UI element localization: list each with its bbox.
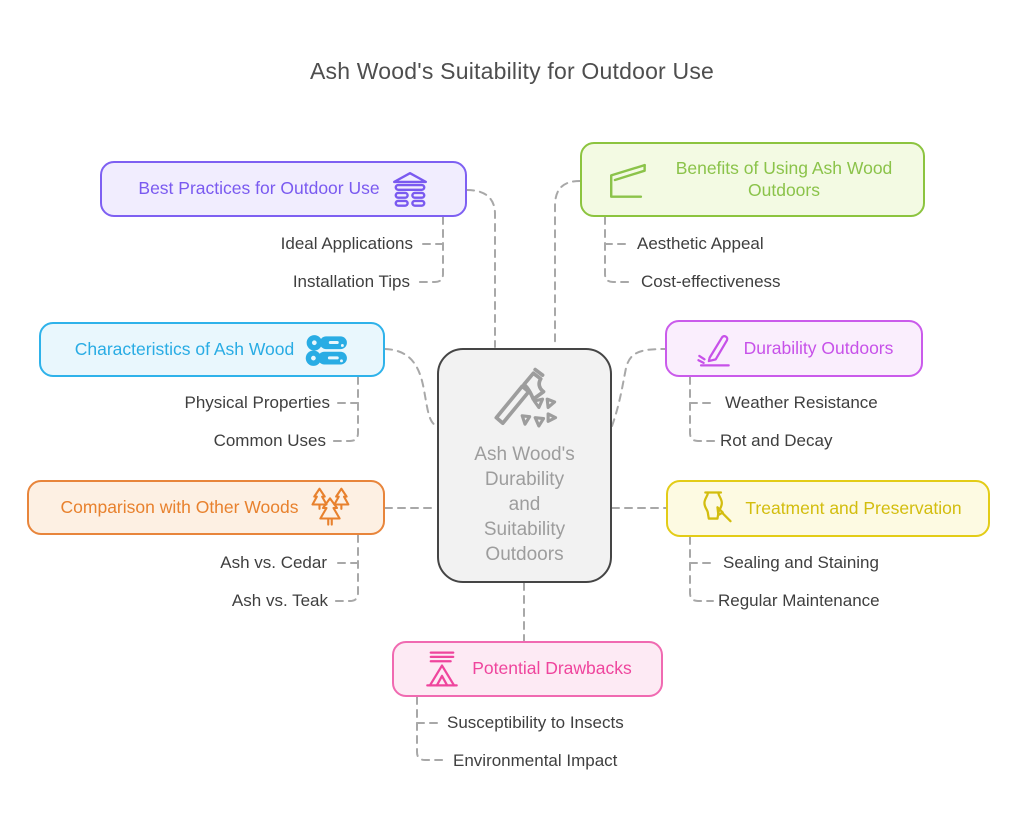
- subtopic-sealing-and-staining[interactable]: Sealing and Staining: [723, 553, 879, 572]
- subtopic-ash-vs-cedar[interactable]: Ash vs. Cedar: [220, 553, 327, 572]
- link-best-practices-center: [466, 189, 496, 348]
- link-treatment-children: [689, 536, 714, 602]
- subtopic-aesthetic-appeal[interactable]: Aesthetic Appeal: [637, 234, 764, 253]
- node-comparison[interactable]: Comparison with Other Woods: [27, 480, 385, 535]
- node-characteristics-label: Characteristics of Ash Wood: [74, 338, 295, 359]
- node-drawbacks-label: Potential Drawbacks: [472, 658, 632, 679]
- node-benefits[interactable]: Benefits of Using Ash Wood Outdoors: [580, 142, 925, 217]
- link-comparison-children: [332, 534, 359, 602]
- subtopic-installation-tips[interactable]: Installation Tips: [292, 272, 410, 291]
- log-cabin-icon: [392, 171, 427, 207]
- link-characteristics-center: [384, 348, 438, 427]
- pen-signature-icon: [696, 334, 730, 367]
- node-best-practices-label: Best Practices for Outdoor Use: [138, 178, 380, 199]
- wood-logs-icon: [305, 334, 348, 366]
- node-durability[interactable]: Durability Outdoors: [665, 320, 923, 377]
- node-durability-label: Durability Outdoors: [743, 337, 894, 358]
- subtopic-weather-resistance[interactable]: Weather Resistance: [725, 393, 878, 412]
- subtopic-regular-maintenance[interactable]: Regular Maintenance: [718, 591, 880, 610]
- subtopic-physical-properties[interactable]: Physical Properties: [184, 393, 330, 412]
- node-treatment-label: Treatment and Preservation: [745, 497, 962, 518]
- link-durability-children: [689, 376, 716, 442]
- link-drawbacks-children: [416, 696, 445, 761]
- center-node-label: Ash Wood's Durability and Suitability Ou…: [474, 444, 575, 565]
- subtopic-rot-and-decay[interactable]: Rot and Decay: [720, 431, 833, 450]
- shed-icon: [610, 163, 646, 198]
- subtopic-common-uses[interactable]: Common Uses: [213, 431, 326, 450]
- diagram-title: Ash Wood's Suitability for Outdoor Use: [309, 58, 715, 84]
- node-treatment[interactable]: Treatment and Preservation: [666, 480, 990, 537]
- subtopic-ash-vs-teak[interactable]: Ash vs. Teak: [231, 591, 328, 610]
- link-best-practices-children: [415, 216, 444, 283]
- center-node[interactable]: Ash Wood's Durability and Suitability Ou…: [437, 348, 612, 583]
- node-drawbacks[interactable]: Potential Drawbacks: [392, 641, 663, 697]
- jar-brush-icon: [703, 490, 733, 522]
- subtopic-ideal-applications[interactable]: Ideal Applications: [280, 234, 413, 253]
- link-characteristics-children: [330, 376, 359, 442]
- tent-lines-icon: [426, 651, 459, 687]
- pine-trees-icon: [311, 487, 350, 526]
- subtopic-susceptibility-to-insects[interactable]: Susceptibility to Insects: [447, 713, 624, 732]
- axe-wood-chips-icon: [493, 367, 557, 428]
- subtopic-environmental-impact[interactable]: Environmental Impact: [453, 751, 618, 770]
- link-benefits-center: [554, 180, 581, 348]
- node-characteristics[interactable]: Characteristics of Ash Wood: [39, 322, 385, 377]
- node-benefits-label: Benefits of Using Ash Wood Outdoors: [675, 157, 893, 200]
- subtopic-cost-effectiveness[interactable]: Cost-effectiveness: [641, 272, 781, 291]
- node-comparison-label: Comparison with Other Woods: [60, 496, 299, 517]
- link-durability-center: [611, 348, 666, 427]
- link-benefits-children: [604, 216, 633, 283]
- node-best-practices[interactable]: Best Practices for Outdoor Use: [100, 161, 467, 217]
